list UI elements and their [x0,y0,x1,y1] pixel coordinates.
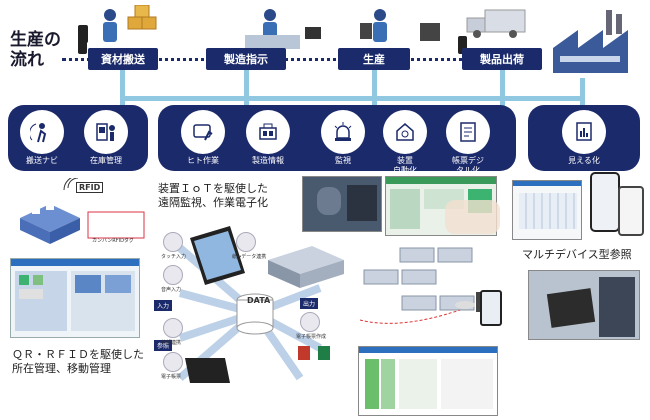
node-label: 外部連携 [161,340,182,346]
function-item: 装置 自動化 [380,110,430,176]
operator-tablet-icon [360,9,440,42]
visualization-icon [562,110,606,154]
node-label: 音声入力 [161,287,182,293]
phone-icon [480,290,502,326]
connector [580,78,585,106]
function-item: 在庫管理 [81,110,131,166]
function-label: 装置 自動化 [393,156,417,175]
smartphone-icon [590,172,620,232]
smartphone-icon [618,186,644,236]
touch-input-icon [163,232,183,252]
node-label: 紙→データ連携 [232,254,267,260]
external-link-icon [163,318,183,338]
e-form-icon [163,352,183,372]
production-status-screen [358,346,498,416]
caption-qr-rfid: ＱＲ・ＲＦＩＤを駆使した 所在管理、移動管理 [12,348,144,375]
digital-form-icon [446,110,490,154]
hand-pointer-icon [445,200,500,234]
connector [372,70,377,106]
alarm-light-icon [321,110,365,154]
flow-dotted-line [62,58,542,61]
machine-line-illustration [268,246,344,288]
connector-horizontal [120,96,585,101]
paper-to-data-icon [236,232,256,252]
factory-icon [553,10,628,73]
function-label: 監視 [335,156,351,165]
phone-icon [458,36,467,54]
connector [500,70,505,106]
monitor-screen [512,180,582,240]
rfid-illustration [20,178,145,244]
node-label: タッチ入力 [161,254,187,260]
flow-step-material-transport: 資材搬送 [88,48,158,70]
flow-step-manufacturing-instruction: 製造指示 [206,48,286,70]
output-tag: 出力 [300,298,319,309]
function-label: 在庫管理 [90,156,122,165]
caption-multidevice: マルチデバイス型参照 [522,248,632,261]
connector [120,70,125,106]
reference-tag: 参照 [154,340,173,351]
navigation-person-icon [20,110,64,154]
data-center-label: DATA [247,296,271,305]
tablet-user-photo [528,270,640,340]
function-item: 製造情報 [243,110,293,166]
flow-title-line2: 流れ [10,50,44,70]
phone-icon [78,36,87,54]
operator-photo [302,176,382,232]
flow-step-shipping: 製品出荷 [462,48,542,70]
function-label: 帳票デジ タル化 [452,156,484,175]
production-info-icon [246,110,290,154]
function-item: 見える化 [559,110,609,166]
automation-icon [383,110,427,154]
office-worker-pc-icon [245,9,321,49]
function-label: ヒト作業 [187,156,219,165]
worker-carrying-boxes-icon [78,5,157,43]
function-label: 搬送ナビ [26,156,58,165]
truck-icon [466,9,526,38]
tablet-work-icon [181,110,225,154]
rfid-tag-label: RFID [76,182,104,193]
function-item: 帳票デジ タル化 [443,110,493,176]
flow-title: 生産の 流れ [10,30,61,70]
function-label: 見える化 [568,156,600,165]
kanban-rfid-label: カンバンRFIDタグ [92,238,134,244]
data-flow-network [177,226,322,383]
connector [244,70,249,106]
function-item: 監視 [318,110,368,166]
pdf-file-icon [298,346,310,360]
input-tag: 入力 [154,300,173,311]
excel-file-icon [318,346,330,360]
voice-input-icon [163,265,183,285]
function-label: 製造情報 [252,156,284,165]
node-label: 電子帳票作成 [296,334,327,340]
caption-iot: 装置ＩｏＴを駆使した 遠隔監視、作業電子化 [158,182,268,209]
function-item: ヒト作業 [178,110,228,166]
function-item: 搬送ナビ [17,110,67,166]
e-form-create-icon [300,312,320,332]
flow-step-production: 生産 [338,48,410,70]
inventory-icon [84,110,128,154]
location-management-screen [10,258,140,338]
flow-title-line1: 生産の [10,30,61,50]
node-label: 電子帳票 [161,374,182,380]
